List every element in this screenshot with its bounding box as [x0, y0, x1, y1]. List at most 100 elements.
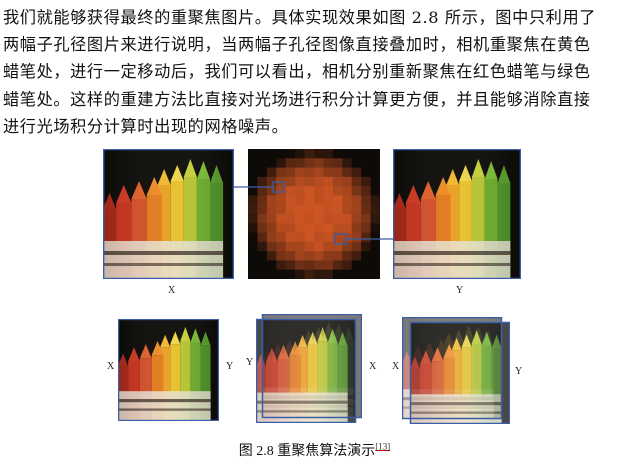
mosaic-pixel	[323, 251, 334, 261]
mosaic-pixel	[370, 158, 380, 169]
citation-ref[interactable]: [13]	[375, 441, 391, 452]
bottom-panel2-right-label: X	[369, 361, 377, 372]
mosaic-pixel	[266, 204, 277, 215]
mosaic-pixel	[295, 223, 306, 234]
mosaic-pixel	[351, 204, 362, 215]
mosaic-pixel	[285, 167, 296, 178]
mosaic-pixel	[323, 223, 334, 234]
mosaic-pixel	[323, 149, 334, 159]
mosaic-pixel	[332, 232, 343, 243]
bottom-panel1-right-label: Y	[226, 361, 234, 372]
mosaic-pixel	[304, 232, 315, 243]
mosaic-pixel	[295, 176, 306, 187]
mosaic-pixel	[370, 195, 380, 206]
mosaic-pixel	[361, 186, 372, 196]
mosaic-pixel	[295, 232, 306, 243]
mosaic-pixel	[332, 260, 343, 271]
mosaic-pixel	[361, 195, 372, 206]
mosaic-pixel	[257, 251, 268, 261]
mosaic-pixel	[304, 176, 315, 187]
mosaic-pixel	[257, 241, 268, 252]
mosaic-pixel	[323, 167, 334, 178]
mosaic-pixel	[276, 167, 287, 178]
mosaic-pixel	[266, 186, 277, 196]
mosaic-pixel	[285, 176, 296, 187]
mosaic-pixel	[248, 260, 258, 271]
mosaic-pixel	[248, 223, 258, 234]
bottom-panel2-left-label: Y	[246, 357, 254, 368]
refocus-panel-red	[256, 314, 362, 423]
mosaic-pixel	[342, 149, 353, 159]
mosaic-pixel	[266, 214, 277, 224]
paragraph-line: 蜡笔处。这样的重建方法比直接对光场进行积分计算更方便，并且能够消除直接	[3, 89, 591, 109]
mosaic-pixel	[332, 195, 343, 206]
mosaic-pixel	[276, 214, 287, 224]
mosaic-pixel	[370, 204, 380, 215]
top-label-x: X	[168, 285, 176, 296]
mosaic-pixel	[342, 204, 353, 215]
mosaic-pixel	[257, 149, 268, 159]
mosaic-pixel	[248, 232, 258, 243]
mosaic-pixel	[314, 149, 324, 159]
mosaic-pixel	[314, 214, 324, 224]
mosaic-pixel	[285, 214, 296, 224]
mosaic-pixel	[351, 195, 362, 206]
mosaic-pixel	[248, 186, 258, 196]
mosaic-pixel	[257, 223, 268, 234]
mosaic-pixel	[361, 214, 372, 224]
mosaic-pixel	[323, 241, 334, 252]
mosaic-pixel	[323, 204, 334, 215]
mosaic-pixel	[332, 176, 343, 187]
mosaic-pixel	[248, 149, 258, 159]
mosaic-pixel	[257, 186, 268, 196]
mosaic-pixel	[248, 195, 258, 206]
mosaic-pixel	[257, 167, 268, 178]
mosaic-pixel	[342, 232, 353, 243]
mosaic-pixel	[332, 241, 343, 252]
mosaic-pixel	[314, 204, 324, 215]
mosaic-pixel	[285, 223, 296, 234]
mosaic-pixel	[257, 204, 268, 215]
mosaic-pixel	[342, 269, 353, 279]
bottom-panel3-left-label: X	[392, 361, 400, 372]
mosaic-pixel	[314, 241, 324, 252]
mosaic-pixel	[332, 167, 343, 178]
top-label-y: Y	[456, 285, 464, 296]
mosaic-pixel	[351, 158, 362, 169]
mosaic-pixel	[370, 167, 380, 178]
mosaic-pixel	[295, 251, 306, 261]
mosaic-pixel	[342, 176, 353, 187]
mosaic-pixel	[314, 260, 324, 271]
mosaic-pixel	[361, 269, 372, 279]
mosaic-pixel	[351, 167, 362, 178]
mosaic-pixel	[314, 176, 324, 187]
mosaic-pixel	[276, 260, 287, 271]
mosaic-pixel	[276, 149, 287, 159]
mosaic-pixel	[295, 158, 306, 169]
mosaic-pixel	[276, 251, 287, 261]
mosaic-pixel	[304, 204, 315, 215]
mosaic-pixel	[295, 241, 306, 252]
mosaic-pixel	[257, 158, 268, 169]
mosaic-pixel	[370, 214, 380, 224]
mosaic-pixel	[285, 204, 296, 215]
mosaic-pixel	[248, 167, 258, 178]
mosaic-pixel	[295, 149, 306, 159]
mosaic-pixel	[323, 195, 334, 206]
mosaic-pixel	[248, 241, 258, 252]
mosaic-pixel	[314, 167, 324, 178]
mosaic-pixel	[285, 241, 296, 252]
mosaic-pixel	[323, 260, 334, 271]
mosaic-pixel	[370, 260, 380, 271]
mosaic-pixel	[351, 214, 362, 224]
mosaic-pixel	[276, 223, 287, 234]
mosaic-pixel	[332, 269, 343, 279]
mosaic-pixel	[370, 149, 380, 159]
mosaic-pixel	[276, 241, 287, 252]
mosaic-pixel	[332, 204, 343, 215]
mosaic-pixel	[295, 167, 306, 178]
mosaic-pixel	[370, 186, 380, 196]
mosaic-pixel	[361, 167, 372, 178]
mosaic-pixel	[332, 223, 343, 234]
mosaic-pixel	[285, 260, 296, 271]
